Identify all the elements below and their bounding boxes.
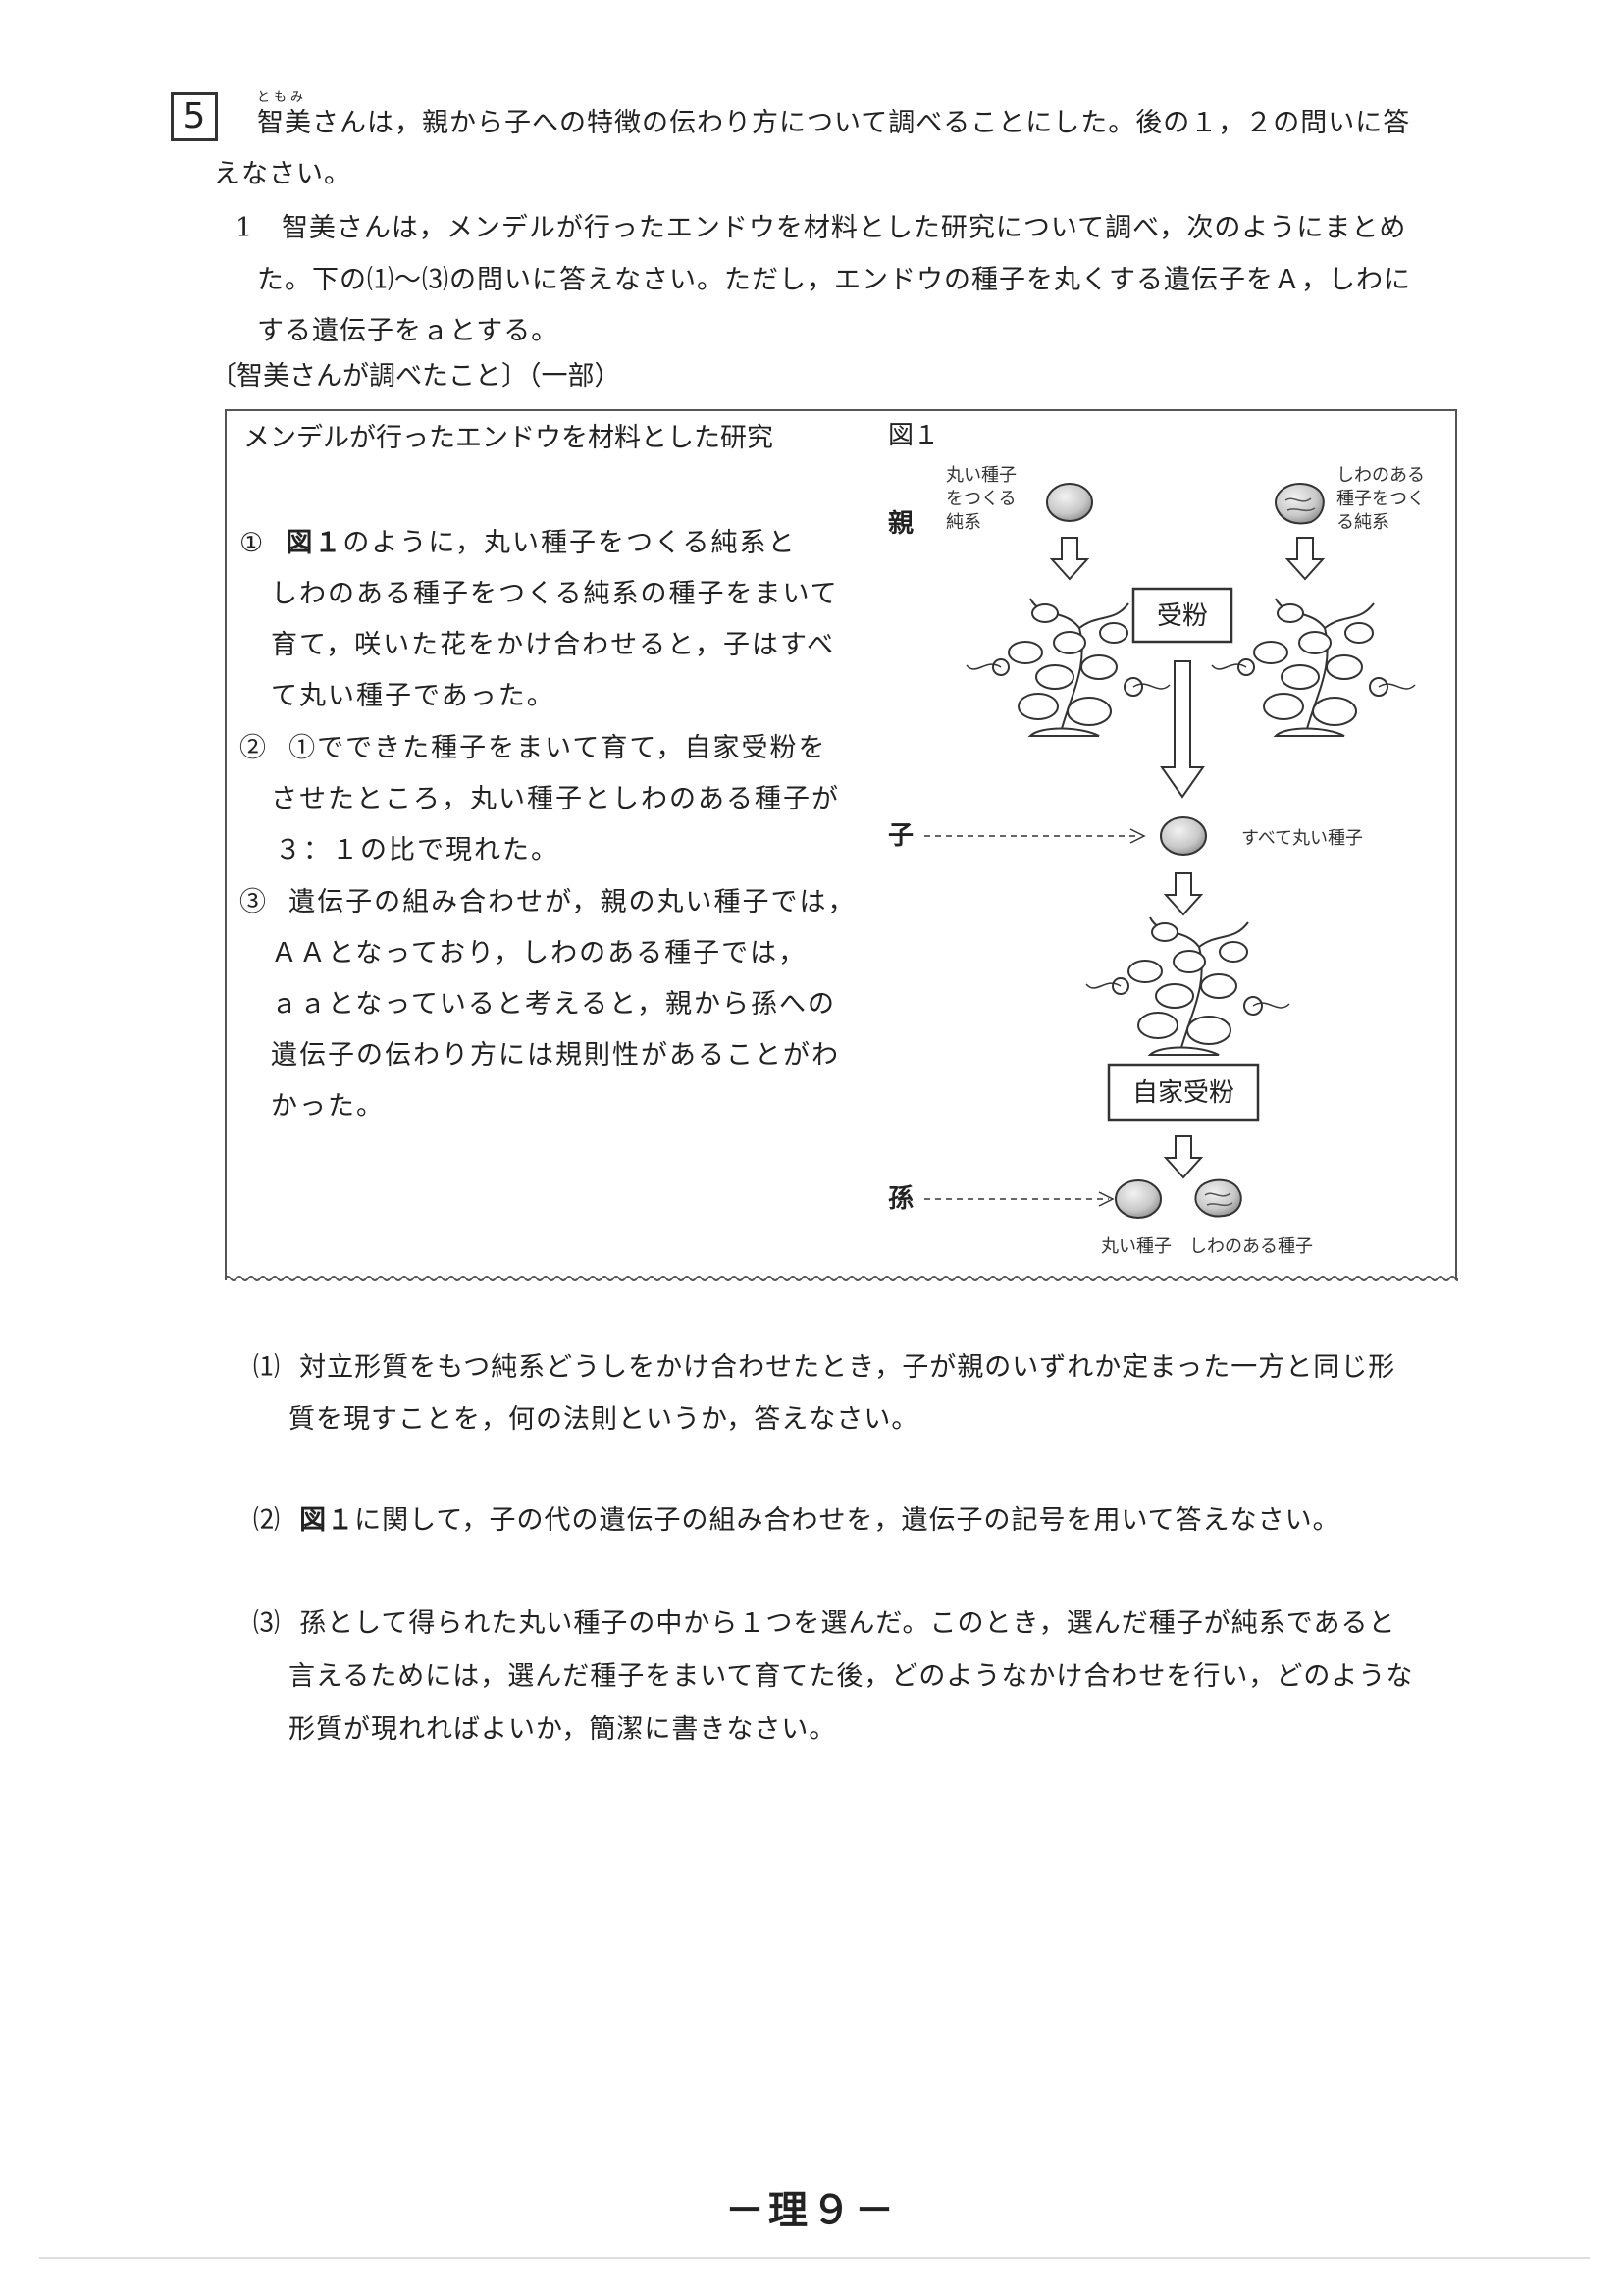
round-parent-seed: [1046, 483, 1093, 522]
q2-figure-reference: 図１: [299, 1505, 355, 1536]
part1-line-2: た。下の⑴～⑶の問いに答えなさい。ただし，エンドウの種子を丸くする遺伝子をＡ，し…: [257, 265, 1411, 295]
item2-line-3: ３：１の比で現れた。: [275, 835, 559, 865]
section-title: 〔智美さんが調べたこと〕（一部）: [210, 361, 621, 391]
child-plant: [1085, 916, 1290, 1056]
grandchild-round-seed: [1115, 1179, 1162, 1219]
figure-reference: 図１: [286, 528, 343, 558]
item3-line-5: かった。: [271, 1091, 385, 1122]
wrinkled-seed-caption: しわのある種子: [1189, 1236, 1313, 1257]
parent-label: 親: [888, 509, 914, 539]
wrinkled-parent-seed: [1275, 483, 1325, 525]
intro-line-1: 智美さんは，親から子への特徴の伝わり方について調べることにした。後の１，２の問い…: [257, 108, 1411, 138]
item2-marker: ②: [239, 733, 268, 763]
grandchild-wrinkled-seed: [1194, 1178, 1242, 1218]
item1-marker: ①: [239, 528, 266, 558]
q1-number: ⑴: [253, 1352, 281, 1383]
wrinkled-parent-caption-1: しわのある: [1336, 465, 1425, 486]
item3-line-2: ＡＡとなっており，しわのある種子では，: [271, 938, 808, 968]
child-arrow-head: [1129, 828, 1146, 844]
child-result: すべて丸い種子: [1241, 828, 1363, 849]
item3-line-1: ③ 遺伝子の組み合わせが，親の丸い種子では，: [239, 877, 857, 927]
question-number-box: 5: [171, 92, 218, 141]
q3-line-3: 形質が現れればよいか，簡潔に書きなさい。: [288, 1714, 837, 1745]
parent-plant-right: [1211, 598, 1416, 737]
wrinkled-parent-caption-3: る純系: [1336, 512, 1389, 533]
item1-line-1: ① 図１のように，丸い種子をつくる純系と: [239, 518, 797, 568]
long-down-arrow: [1160, 660, 1205, 799]
item3-line-4: 遺伝子の伝わり方には規則性があることがわ: [271, 1040, 840, 1070]
q3-line-1: ⑶ 孫として得られた丸い種子の中から１つを選んだ。このとき，選んだ種子が純系であ…: [253, 1595, 1395, 1652]
intro-line-2: えなさい。: [214, 159, 351, 189]
item2-line-2: させたところ，丸い種子としわのある種子が: [271, 784, 840, 814]
part1-line-3: する遺伝子をａとする。: [257, 316, 559, 346]
q1-line-1: ⑴ 対立形質をもつ純系どうしをかけ合わせたとき，子が親のいずれか定まった一方と同…: [253, 1339, 1395, 1396]
q3-number: ⑶: [253, 1608, 281, 1639]
down-arrow-right: [1286, 537, 1324, 580]
item2-line-1: ② ①でできた種子をまいて育て，自家受粉を: [239, 723, 826, 773]
part1-number: 1: [236, 213, 254, 243]
down-arrow-self: [1165, 1135, 1202, 1178]
q1-text-1: 対立形質をもつ純系どうしをかけ合わせたとき，子が親のいずれか定まった一方と同じ形: [299, 1352, 1396, 1383]
round-parent-caption-2: をつくる: [946, 489, 1017, 509]
figure-1: 図１ 親 丸い種子 をつくる 純系 しわのある 種子をつく る純系 受粉 子 す…: [888, 421, 1425, 1257]
part1-text-1: 智美さんは，メンデルが行ったエンドウを材料とした研究について調べ，次のようにまと…: [281, 213, 1407, 243]
item1-line-3: 育て，咲いた花をかけ合わせると，子はすべ: [271, 630, 836, 660]
box-wavy-bottom: [224, 1276, 1458, 1281]
pollination-box: [1131, 587, 1233, 644]
q2-text: に関して，子の代の遺伝子の組み合わせを，遺伝子の記号を用いて答えなさい。: [354, 1505, 1340, 1536]
grandchild-arrow-head: [1098, 1191, 1115, 1207]
child-seed: [1160, 816, 1207, 856]
grandchild-label: 孫: [888, 1184, 914, 1214]
page-footer: －理９－: [725, 2188, 898, 2233]
round-seed-caption: 丸い種子: [1101, 1236, 1172, 1257]
item3-text: 遺伝子の組み合わせが，親の丸い種子では，: [288, 887, 857, 917]
child-label: 子: [888, 821, 914, 851]
furigana: ともみ: [257, 90, 308, 105]
item1-line-4: て丸い種子であった。: [271, 681, 555, 711]
bottom-rule: [39, 2257, 1590, 2259]
q2-line-1: ⑵ 図１に関して，子の代の遺伝子の組み合わせを，遺伝子の記号を用いて答えなさい。: [253, 1492, 1340, 1549]
round-parent-caption-3: 純系: [946, 512, 981, 533]
down-arrow-left: [1051, 537, 1088, 580]
down-arrow-child: [1165, 872, 1202, 915]
item2-text: ①でできた種子をまいて育て，自家受粉を: [288, 733, 827, 763]
q3-line-2: 言えるためには，選んだ種子をまいて育てた後，どのようなかけ合わせを行い，どのよう…: [288, 1661, 1414, 1692]
self-pollination-label: 自家受粉: [1132, 1078, 1234, 1108]
q1-line-2: 質を現すことを，何の法則というか，答えなさい。: [288, 1404, 919, 1435]
research-box: [225, 409, 1457, 1280]
item3-marker: ③: [239, 887, 268, 917]
wrinkled-parent-caption-2: 種子をつく: [1336, 489, 1425, 509]
pollination-label: 受粉: [1157, 601, 1208, 631]
item3-line-3: ａａとなっていると考えると，親から孫への: [271, 989, 836, 1019]
figure-title: 図１: [888, 421, 939, 450]
self-pollination-box: [1107, 1063, 1260, 1122]
item1-line-2: しわのある種子をつくる純系の種子をまいて: [271, 579, 839, 609]
q2-number: ⑵: [253, 1505, 281, 1536]
round-parent-caption-1: 丸い種子: [946, 465, 1017, 486]
item1-text: のように，丸い種子をつくる純系と: [342, 528, 797, 558]
box-heading: メンデルが行ったエンドウを材料とした研究: [243, 423, 773, 453]
q3-text-1: 孫として得られた丸い種子の中から１つを選んだ。このとき，選んだ種子が純系であると: [299, 1608, 1396, 1639]
part1-line-1: 1 智美さんは，メンデルが行ったエンドウを材料とした研究について調べ，次のように…: [236, 201, 1406, 255]
